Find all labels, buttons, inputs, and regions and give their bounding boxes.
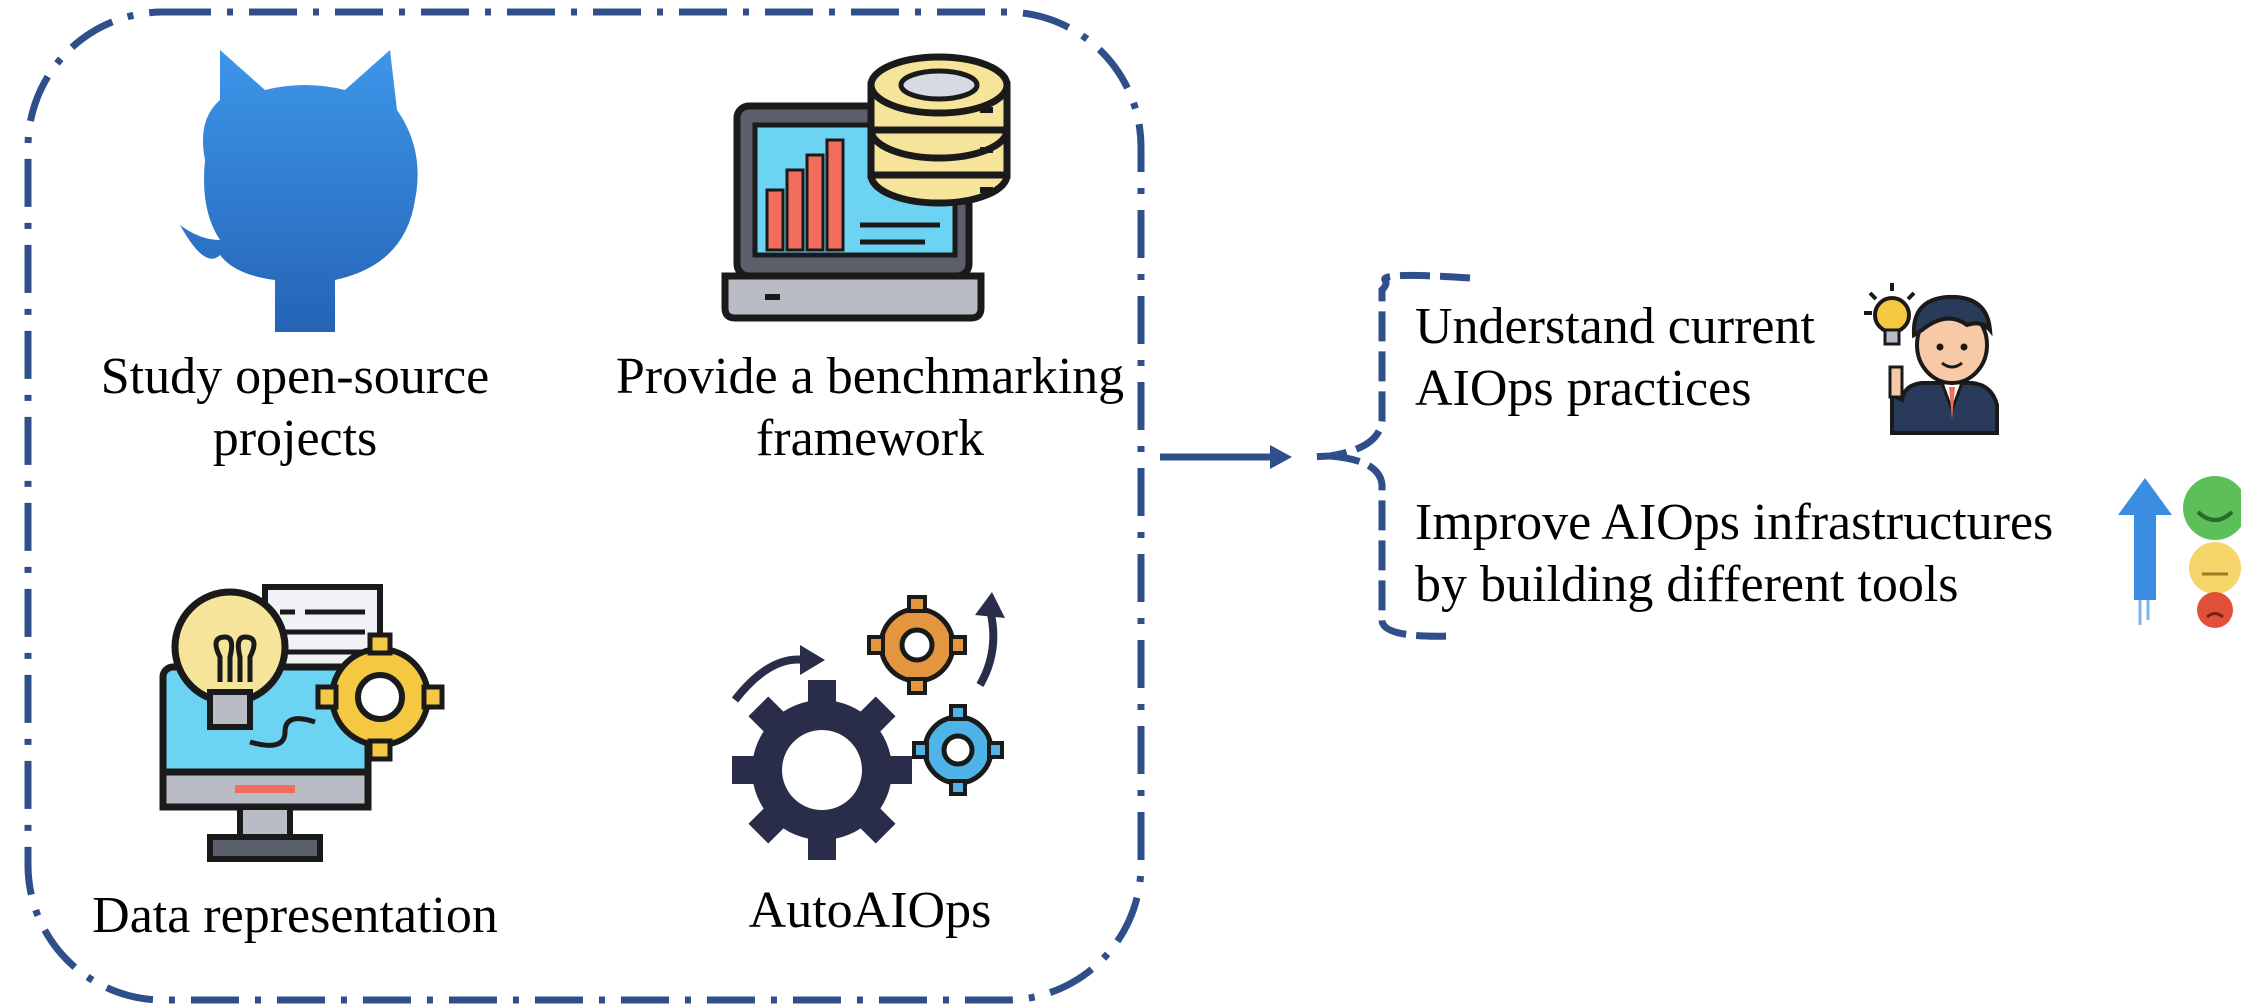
satisfaction-upgrade-icon bbox=[2118, 476, 2241, 628]
idea-monitor-gear-icon bbox=[159, 584, 445, 862]
goal-improve-text: Improve AIOps infrastructures by buildin… bbox=[1415, 494, 2054, 613]
item-label-data-representation: Data representation bbox=[92, 887, 498, 944]
flow-arrow bbox=[1160, 445, 1292, 469]
item-label-autoaiops: AutoAIOps bbox=[748, 882, 992, 939]
goals-brace bbox=[1309, 271, 1471, 640]
businessman-idea-icon bbox=[1864, 283, 1999, 435]
item-label-benchmark: Provide a benchmarking framework bbox=[615, 348, 1125, 467]
goal-understand-text: Understand current AIOps practices bbox=[1415, 298, 1815, 417]
gears-cycle-icon bbox=[731, 592, 1005, 860]
laptop-database-icon bbox=[721, 53, 1011, 322]
github-octocat-icon bbox=[180, 50, 418, 332]
item-label-study: Study open-source projects bbox=[100, 348, 490, 467]
